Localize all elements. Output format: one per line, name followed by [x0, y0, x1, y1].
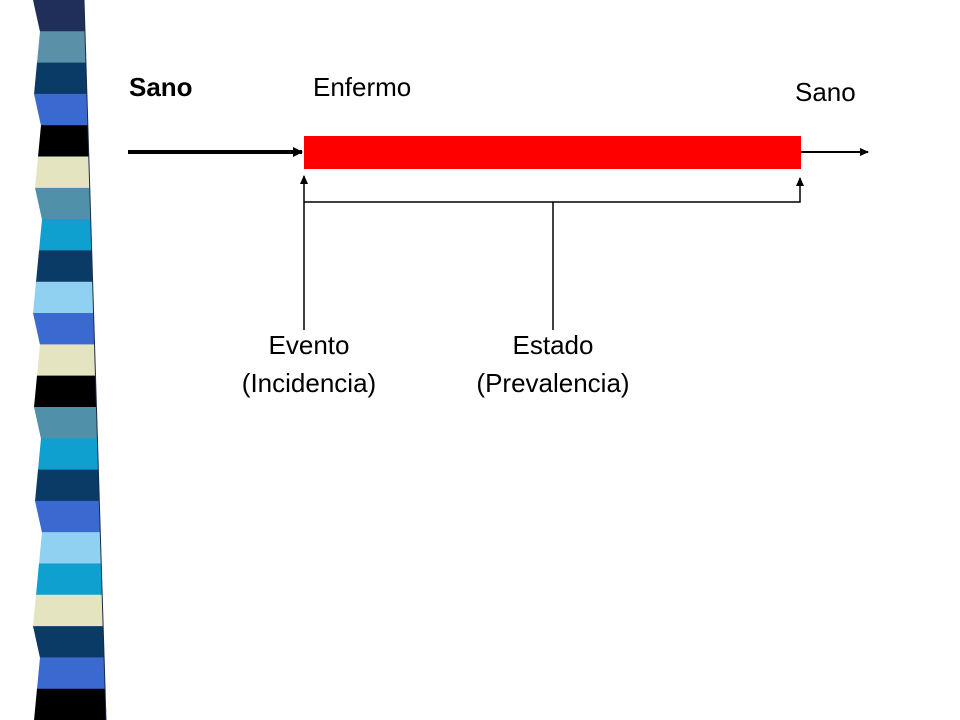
sidebar-stripe: [34, 688, 106, 720]
sidebar-stripe: [38, 438, 99, 471]
incidence-label-line1: Evento: [268, 330, 350, 360]
sidebar-stripe: [34, 62, 87, 95]
sidebar-stripe: [35, 500, 101, 533]
end-state-label: Sano: [795, 77, 856, 107]
sidebar-stripe: [34, 406, 98, 439]
sidebar-stripe: [37, 31, 86, 64]
sidebar-stripe: [34, 93, 88, 126]
sidebar-stripe: [35, 187, 91, 220]
sidebar-stripe: [39, 219, 92, 251]
sidebar-stripe: [35, 156, 90, 189]
sidebar-stripe: [36, 250, 93, 283]
sidebar-stripe: [36, 563, 103, 596]
illness-duration-bar: [304, 136, 801, 169]
sidebar-stripe: [35, 469, 100, 502]
sick-state-label: Enfermo: [313, 72, 412, 102]
prevalence-label-line1: Estado: [512, 330, 594, 360]
prevalence-bracket: [304, 177, 804, 203]
sidebar-stripe: [37, 657, 106, 690]
sidebar-stripe: [33, 313, 95, 345]
sidebar-stripe: [33, 281, 94, 314]
sidebar-edge-line: [83, 0, 107, 720]
sidebar-stripe: [33, 626, 105, 658]
sidebar-stripe: [39, 532, 102, 564]
sidebar-stripes: [33, 0, 107, 720]
start-state-label: Sano: [129, 72, 193, 102]
sidebar-stripe: [38, 125, 89, 158]
sidebar-stripe: [33, 594, 104, 627]
incidence-label-line2: (Incidencia): [241, 368, 377, 398]
prevalence-label-line2: (Prevalencia): [476, 368, 630, 398]
decorative-striped-sidebar: [0, 0, 110, 720]
prevalence-label: Estado (Prevalencia): [443, 326, 663, 402]
sidebar-stripe: [37, 344, 96, 377]
incidence-label: Evento (Incidencia): [204, 326, 414, 402]
sidebar-stripe: [34, 375, 97, 408]
sidebar-stripe: [33, 0, 85, 32]
